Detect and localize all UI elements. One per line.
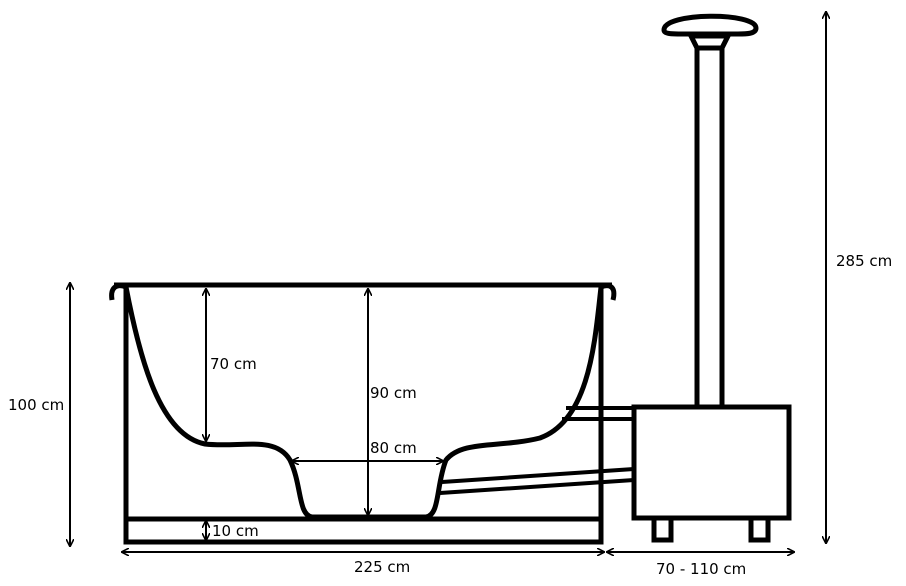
rim-curl-left: [109, 283, 127, 301]
dimension-lines: [70, 12, 826, 552]
label-chimney-height: 285 cm: [836, 252, 892, 270]
label-inner-depth: 90 cm: [370, 384, 417, 402]
label-base-height: 10 cm: [212, 522, 259, 540]
tub-base: [123, 516, 604, 545]
label-overall-height: 100 cm: [8, 396, 64, 414]
stove-leg-right: [748, 515, 771, 543]
connecting-pipes: [439, 406, 635, 495]
label-tub-length: 225 cm: [354, 558, 410, 576]
chimney-cap: [661, 13, 759, 37]
tub-frame: [114, 282, 612, 545]
stove-leg-left: [651, 515, 674, 543]
chimney-pipe: [694, 45, 725, 410]
inner-tub-profile: [123, 286, 604, 520]
label-footwell-width: 80 cm: [370, 439, 417, 457]
stove-body: [631, 404, 792, 521]
label-seat-depth: 70 cm: [210, 355, 257, 373]
rim-curl-right: [600, 283, 617, 301]
label-stove-width: 70 - 110 cm: [656, 560, 746, 578]
stove: [631, 13, 792, 543]
